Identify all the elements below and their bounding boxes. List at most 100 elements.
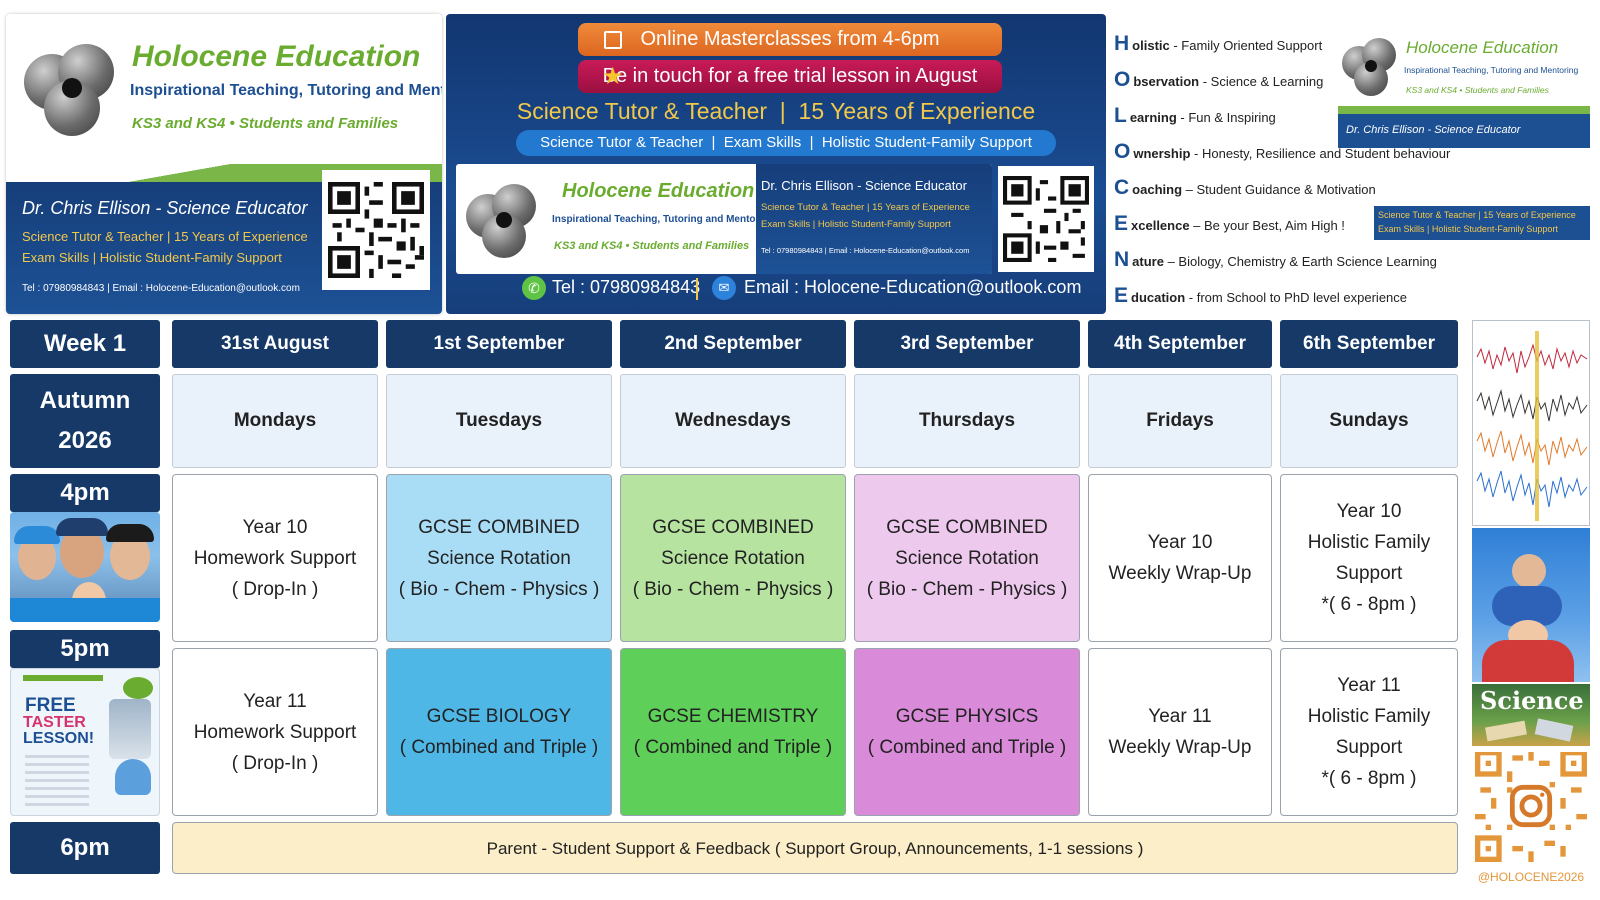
masterclass-pill: Online Masterclasses from 4-6pm — [578, 23, 1002, 56]
slot-wed-5pm[interactable]: GCSE CHEMISTRY( Combined and Triple ) — [620, 648, 846, 816]
climate-graph-svg — [1473, 321, 1589, 525]
card3-line1: Science Tutor & Teacher | 15 Years of Ex… — [1378, 210, 1576, 220]
slot-thu-5pm[interactable]: GCSE PHYSICS( Combined and Triple ) — [854, 648, 1080, 816]
climate-graph — [1472, 320, 1590, 526]
inner-card-right: Dr. Chris Ellison - Science Educator Sci… — [756, 164, 992, 274]
banner-tel[interactable]: Tel : 07980984843 — [552, 277, 701, 297]
day-header: Wednesdays — [620, 374, 846, 468]
day-header: Tuesdays — [386, 374, 612, 468]
slot-6pm-parent-support[interactable]: Parent - Student Support & Feedback ( Su… — [172, 822, 1458, 874]
date-header: 4th September — [1088, 320, 1272, 368]
flyer-lesson: LESSON! — [23, 730, 95, 747]
date-header: 3rd September — [854, 320, 1080, 368]
holocene-logo — [24, 30, 114, 140]
educator-line2: Exam Skills | Holistic Student-Family Su… — [22, 250, 282, 265]
inner-logo — [466, 172, 546, 262]
date-header: 2nd September — [620, 320, 846, 368]
flyer-taster: TASTER — [23, 714, 86, 731]
inner-brand-tagline: Inspirational Teaching, Tutoring and Men… — [552, 214, 775, 225]
educator-contact: Tel : 07980984843 | Email : Holocene-Edu… — [22, 283, 300, 294]
banner-email[interactable]: Email : Holocene-Education@outlook.com — [744, 277, 1082, 297]
time-label-4pm: 4pm — [10, 474, 160, 512]
science-book: Science — [1472, 684, 1590, 746]
trial-text: Be in touch for a free trial lesson in A… — [602, 65, 978, 87]
qr-code-graphic — [328, 182, 424, 278]
inner-educator-line2: Exam Skills | Holistic Student-Family Su… — [761, 219, 951, 230]
inner-brand-name: Holocene Education — [562, 180, 755, 202]
phone-icon: ✆ — [522, 276, 546, 300]
inner-qr-code[interactable] — [998, 166, 1094, 272]
business-card-left: Holocene Education Inspirational Teachin… — [6, 14, 442, 314]
inner-educator-line1: Science Tutor & Teacher | 15 Years of Ex… — [761, 202, 970, 213]
card3-blue-band: Dr. Chris Ellison - Science Educator — [1338, 114, 1590, 148]
day-header: Fridays — [1088, 374, 1272, 468]
time-label-5pm: 5pm — [10, 630, 160, 668]
skydiving-photo — [1472, 528, 1590, 682]
date-header: 31st August — [172, 320, 378, 368]
banner-subline: Science Tutor & Teacher | Exam Skills | … — [516, 130, 1056, 156]
email-icon: ✉ — [712, 276, 736, 300]
card-top: Holocene Education Inspirational Teachin… — [6, 14, 442, 164]
day-header: Mondays — [172, 374, 378, 468]
day-header: Thursdays — [854, 374, 1080, 468]
flyer-free: FREE — [25, 695, 76, 716]
date-header: 6th September — [1280, 320, 1458, 368]
inner-educator-name: Dr. Chris Ellison - Science Educator — [761, 178, 967, 193]
card3-brand-name: Holocene Education — [1406, 38, 1559, 57]
trial-pill: ★ Be in touch for a free trial lesson in… — [578, 60, 1002, 93]
day-header: Sundays — [1280, 374, 1458, 468]
card3-educator-name: Dr. Chris Ellison - Science Educator — [1346, 124, 1521, 136]
calendar-icon — [604, 31, 622, 49]
taster-flyer: FREE TASTER LESSON! — [10, 668, 160, 816]
inner-qr-code-graphic — [1003, 176, 1089, 262]
business-card-right: Holocene Education Inspirational Teachin… — [1338, 22, 1590, 148]
time-label-6pm: 6pm — [10, 822, 160, 874]
slot-tue-5pm[interactable]: GCSE BIOLOGY( Combined and Triple ) — [386, 648, 612, 816]
banner-headline: Science Tutor & Teacher | 15 Years of Ex… — [516, 98, 1036, 124]
family-photo — [10, 512, 160, 622]
instagram-qr[interactable] — [1472, 752, 1590, 862]
card3-line2: Exam Skills | Holistic Student-Family Su… — [1378, 224, 1558, 234]
brand-audience: KS3 and KS4 • Students and Families — [132, 115, 399, 132]
science-book-title: Science — [1480, 686, 1584, 715]
instagram-qr-graphic — [1475, 752, 1587, 862]
week-label: Week 1 — [10, 320, 160, 368]
card3-detail-band: Science Tutor & Teacher | 15 Years of Ex… — [1374, 206, 1590, 240]
banner-card: Online Masterclasses from 4-6pm ★ Be in … — [446, 14, 1106, 314]
qr-code[interactable] — [322, 170, 430, 290]
inner-educator-contact: Tel : 07980984843 | Email : Holocene-Edu… — [761, 246, 970, 255]
brand-name: Holocene Education — [132, 40, 421, 73]
instagram-handle[interactable]: @HOLOCENE2026 — [1477, 870, 1585, 884]
card3-brand-tagline: Inspirational Teaching, Tutoring and Men… — [1404, 65, 1579, 75]
educator-line1: Science Tutor & Teacher | 15 Years of Ex… — [22, 229, 308, 244]
date-header: 1st September — [386, 320, 612, 368]
star-icon: ★ — [602, 63, 624, 90]
banner-subline-text: Science Tutor & Teacher | Exam Skills | … — [540, 134, 1032, 151]
educator-name: Dr. Chris Ellison - Science Educator — [22, 198, 308, 218]
card3-brand-audience: KS3 and KS4 • Students and Families — [1406, 85, 1549, 95]
masterclass-text: Online Masterclasses from 4-6pm — [640, 28, 940, 50]
card3-green-stripe — [1338, 106, 1590, 114]
banner-divider — [696, 278, 698, 300]
card3-logo — [1342, 28, 1402, 98]
brand-tagline: Inspirational Teaching, Tutoring and Men… — [130, 82, 442, 99]
inner-business-card: Holocene Education Inspirational Teachin… — [456, 164, 992, 274]
